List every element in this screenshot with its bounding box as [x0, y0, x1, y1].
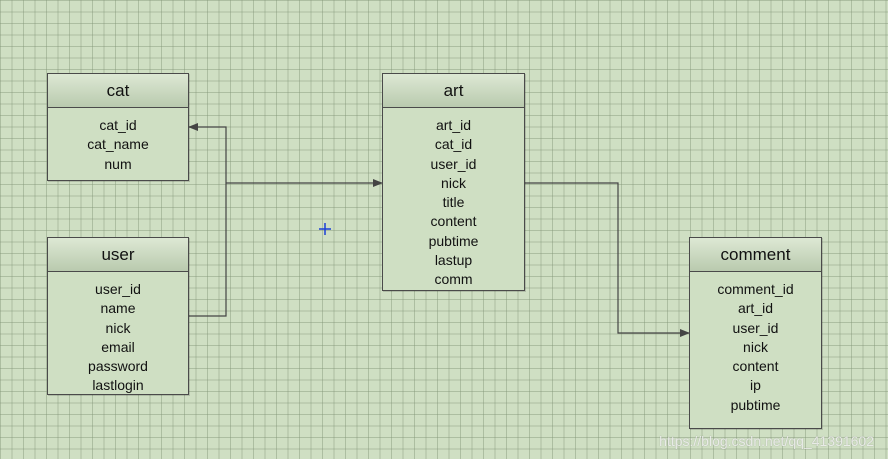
field-cat-name: cat_name [87, 136, 149, 153]
field-title: title [442, 194, 465, 211]
entity-art-fields: art_id cat_id user_id nick title content… [383, 108, 524, 290]
field-email: email [101, 338, 135, 355]
field-pubtime: pubtime [428, 232, 479, 249]
relation-user-to-cat[interactable] [188, 123, 227, 317]
field-art-id: art_id [435, 117, 472, 133]
field-name: name [100, 300, 136, 317]
field-user-id: user_id [430, 155, 477, 172]
entity-art-title: art [383, 74, 524, 108]
entity-cat[interactable]: cat cat_id cat_name num [47, 73, 189, 181]
field-content: content [732, 358, 779, 375]
field-comment-id: comment_id [717, 281, 794, 297]
field-user-id: user_id [95, 281, 141, 297]
entity-art[interactable]: art art_id cat_id user_id nick title con… [382, 73, 525, 291]
entity-comment[interactable]: comment comment_id art_id user_id nick c… [689, 237, 822, 429]
field-nick: nick [441, 174, 466, 191]
entity-cat-fields: cat_id cat_name num [48, 108, 188, 174]
field-password: password [88, 358, 148, 375]
field-user-id: user_id [732, 319, 779, 336]
field-content: content [430, 213, 477, 230]
entity-comment-fields: comment_id art_id user_id nick content i… [690, 272, 821, 415]
field-num: num [104, 155, 132, 172]
entity-cat-title: cat [48, 74, 188, 108]
field-art-id: art_id [737, 300, 774, 317]
field-lastup: lastup [434, 252, 473, 269]
entity-user-title: user [48, 238, 188, 272]
watermark-text: https://blog.csdn.net/qq_41391602 [659, 433, 874, 449]
field-pubtime: pubtime [730, 396, 781, 413]
crosshair-cursor-icon [319, 223, 331, 235]
relation-art-to-comment[interactable] [525, 182, 690, 337]
field-comm: comm [434, 271, 473, 288]
entity-comment-title: comment [690, 238, 821, 272]
field-cat-id: cat_id [99, 117, 137, 133]
field-nick: nick [105, 319, 131, 336]
field-ip: ip [750, 377, 761, 394]
field-cat-id: cat_id [434, 136, 473, 153]
field-lastlogin: lastlogin [92, 377, 144, 394]
entity-user[interactable]: user user_id name nick email password la… [47, 237, 189, 395]
entity-user-fields: user_id name nick email password lastlog… [48, 272, 188, 396]
field-nick: nick [743, 338, 768, 355]
